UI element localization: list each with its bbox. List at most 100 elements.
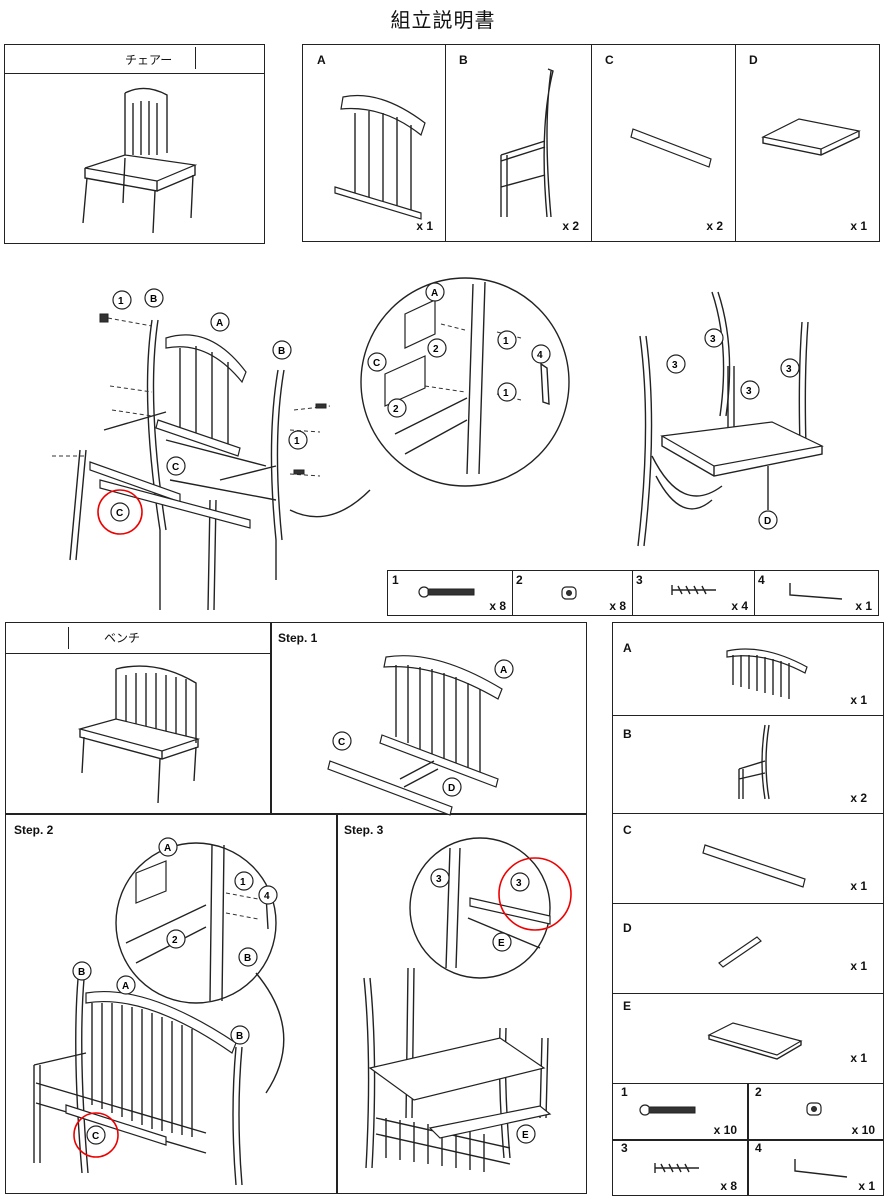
bench-part-d: D x 1 bbox=[613, 903, 883, 994]
svg-text:3: 3 bbox=[672, 360, 678, 371]
part-qty: x 1 bbox=[416, 219, 433, 233]
part-qty: x 2 bbox=[706, 219, 723, 233]
part-qty: x 2 bbox=[562, 219, 579, 233]
screw-icon bbox=[639, 1104, 696, 1116]
svg-text:D: D bbox=[448, 783, 455, 794]
svg-text:2: 2 bbox=[393, 404, 399, 415]
svg-text:2: 2 bbox=[433, 344, 439, 355]
bench-label: ベンチ bbox=[104, 631, 141, 645]
chair-illustration bbox=[82, 87, 198, 234]
step-2-diagram: A 2 1 4 B B A B C bbox=[33, 837, 285, 1186]
screw-icon bbox=[418, 586, 475, 598]
highlight-circle bbox=[498, 857, 572, 931]
hardware-item-3: 3 x 4 bbox=[632, 571, 755, 615]
part-letter: A bbox=[317, 53, 326, 67]
bench-part-e: E x 1 bbox=[613, 993, 883, 1084]
svg-text:D: D bbox=[764, 516, 771, 527]
svg-text:3: 3 bbox=[710, 334, 716, 345]
callout: 1 bbox=[294, 436, 300, 447]
part-qty: x 1 bbox=[850, 219, 867, 233]
bench-parts-panel: A x 1 B x 2 C x 1 D x 1 E x 1 bbox=[612, 622, 884, 1196]
divider bbox=[336, 813, 338, 1193]
callout-markers: 1 B A B 1 C C bbox=[110, 288, 308, 522]
hardware-item-1: 1 x 10 bbox=[621, 1085, 737, 1137]
wood-screw-icon bbox=[671, 585, 716, 595]
hardware-item-2: 2 x 10 bbox=[755, 1085, 875, 1137]
svg-text:3: 3 bbox=[516, 878, 522, 889]
chair-assembly-exploded-diagram: 1 B A B 1 C C bbox=[52, 288, 371, 611]
label-divider bbox=[195, 47, 196, 69]
svg-text:C: C bbox=[92, 1131, 99, 1142]
barrel-nut-icon bbox=[806, 1102, 822, 1116]
part-a-backrest-icon bbox=[334, 94, 426, 220]
bench-label-bar: ベンチ bbox=[6, 623, 270, 654]
chair-upside-down-seat-diagram: 3 3 3 3 D bbox=[637, 291, 824, 547]
highlight-circle bbox=[73, 1112, 119, 1158]
part-a-backrest-icon bbox=[726, 648, 808, 699]
document-title: 組立説明書 bbox=[390, 8, 496, 32]
chair-part-c: C x 2 bbox=[591, 45, 736, 241]
svg-text:C: C bbox=[338, 737, 345, 748]
svg-text:1: 1 bbox=[240, 877, 246, 888]
part-c-rail-icon bbox=[702, 844, 806, 888]
svg-text:C: C bbox=[373, 358, 380, 369]
chair-part-d: D x 1 bbox=[735, 45, 879, 241]
svg-text:3: 3 bbox=[746, 386, 752, 397]
divider bbox=[6, 813, 586, 815]
svg-text:3: 3 bbox=[436, 874, 442, 885]
hardware-item-4: 4 x 1 bbox=[758, 573, 872, 613]
svg-text:1: 1 bbox=[503, 388, 509, 399]
bench-part-c: C x 1 bbox=[613, 813, 883, 904]
svg-text:4: 4 bbox=[537, 350, 543, 361]
step-3-diagram: 3 3 E E bbox=[363, 837, 572, 1172]
svg-text:B: B bbox=[236, 1031, 243, 1042]
bench-part-b: B x 2 bbox=[613, 715, 883, 814]
part-e-seat-icon bbox=[707, 1022, 803, 1060]
divider bbox=[270, 623, 272, 813]
allen-key-icon bbox=[789, 583, 843, 600]
svg-text:A: A bbox=[500, 665, 507, 676]
bench-part-a: A x 1 bbox=[613, 623, 883, 716]
barrel-nut-icon bbox=[561, 586, 577, 600]
chair-hardware-strip: 1 x 8 2 x 8 3 x 4 4 x 1 bbox=[387, 570, 879, 616]
bench-steps-panel: ベンチ Step. 1 A C D Step. 2 A 2 bbox=[5, 622, 587, 1194]
part-letter: C bbox=[605, 53, 614, 67]
part-letter: D bbox=[749, 53, 758, 67]
svg-text:A: A bbox=[164, 843, 171, 854]
svg-text:B: B bbox=[78, 967, 85, 978]
svg-text:4: 4 bbox=[264, 891, 270, 902]
wood-screw-icon bbox=[654, 1163, 699, 1173]
part-b-side-frame-icon bbox=[500, 68, 554, 218]
allen-key-icon bbox=[794, 1159, 848, 1178]
chair-overview-panel: チェアー bbox=[4, 44, 265, 244]
svg-text:3: 3 bbox=[786, 364, 792, 375]
callout: A bbox=[216, 318, 223, 329]
part-d-seat-icon bbox=[761, 118, 861, 156]
callout: C bbox=[172, 462, 179, 473]
callout: 1 bbox=[118, 296, 124, 307]
hardware-item-4: 4 x 1 bbox=[755, 1141, 875, 1193]
callout: C bbox=[116, 508, 123, 519]
step-1-diagram: A C D bbox=[327, 655, 514, 816]
hardware-item-1: 1 x 8 bbox=[388, 571, 513, 615]
chair-part-a: A x 1 bbox=[303, 45, 446, 241]
callout: B bbox=[278, 346, 285, 357]
svg-text:E: E bbox=[522, 1130, 529, 1141]
step-2-label: Step. 2 bbox=[14, 823, 54, 837]
chair-label: チェアー bbox=[125, 53, 173, 67]
svg-text:A: A bbox=[431, 288, 438, 299]
step-1-label: Step. 1 bbox=[278, 631, 318, 645]
svg-text:A: A bbox=[122, 981, 129, 992]
bench-illustration bbox=[77, 665, 201, 804]
svg-text:2: 2 bbox=[172, 935, 178, 946]
svg-text:E: E bbox=[498, 938, 505, 949]
bench-hardware-grid: 1 x 10 2 x 10 3 x 8 4 x 1 bbox=[613, 1083, 883, 1195]
part-d-stretcher-icon bbox=[718, 936, 762, 968]
hardware-item-2: 2 x 8 bbox=[512, 571, 633, 615]
part-c-rail-icon bbox=[630, 128, 712, 168]
highlight-circle bbox=[97, 489, 143, 535]
part-b-side-frame-icon bbox=[738, 724, 770, 800]
callout: B bbox=[150, 294, 157, 305]
hardware-item-3: 3 x 8 bbox=[621, 1141, 737, 1193]
svg-text:1: 1 bbox=[503, 336, 509, 347]
